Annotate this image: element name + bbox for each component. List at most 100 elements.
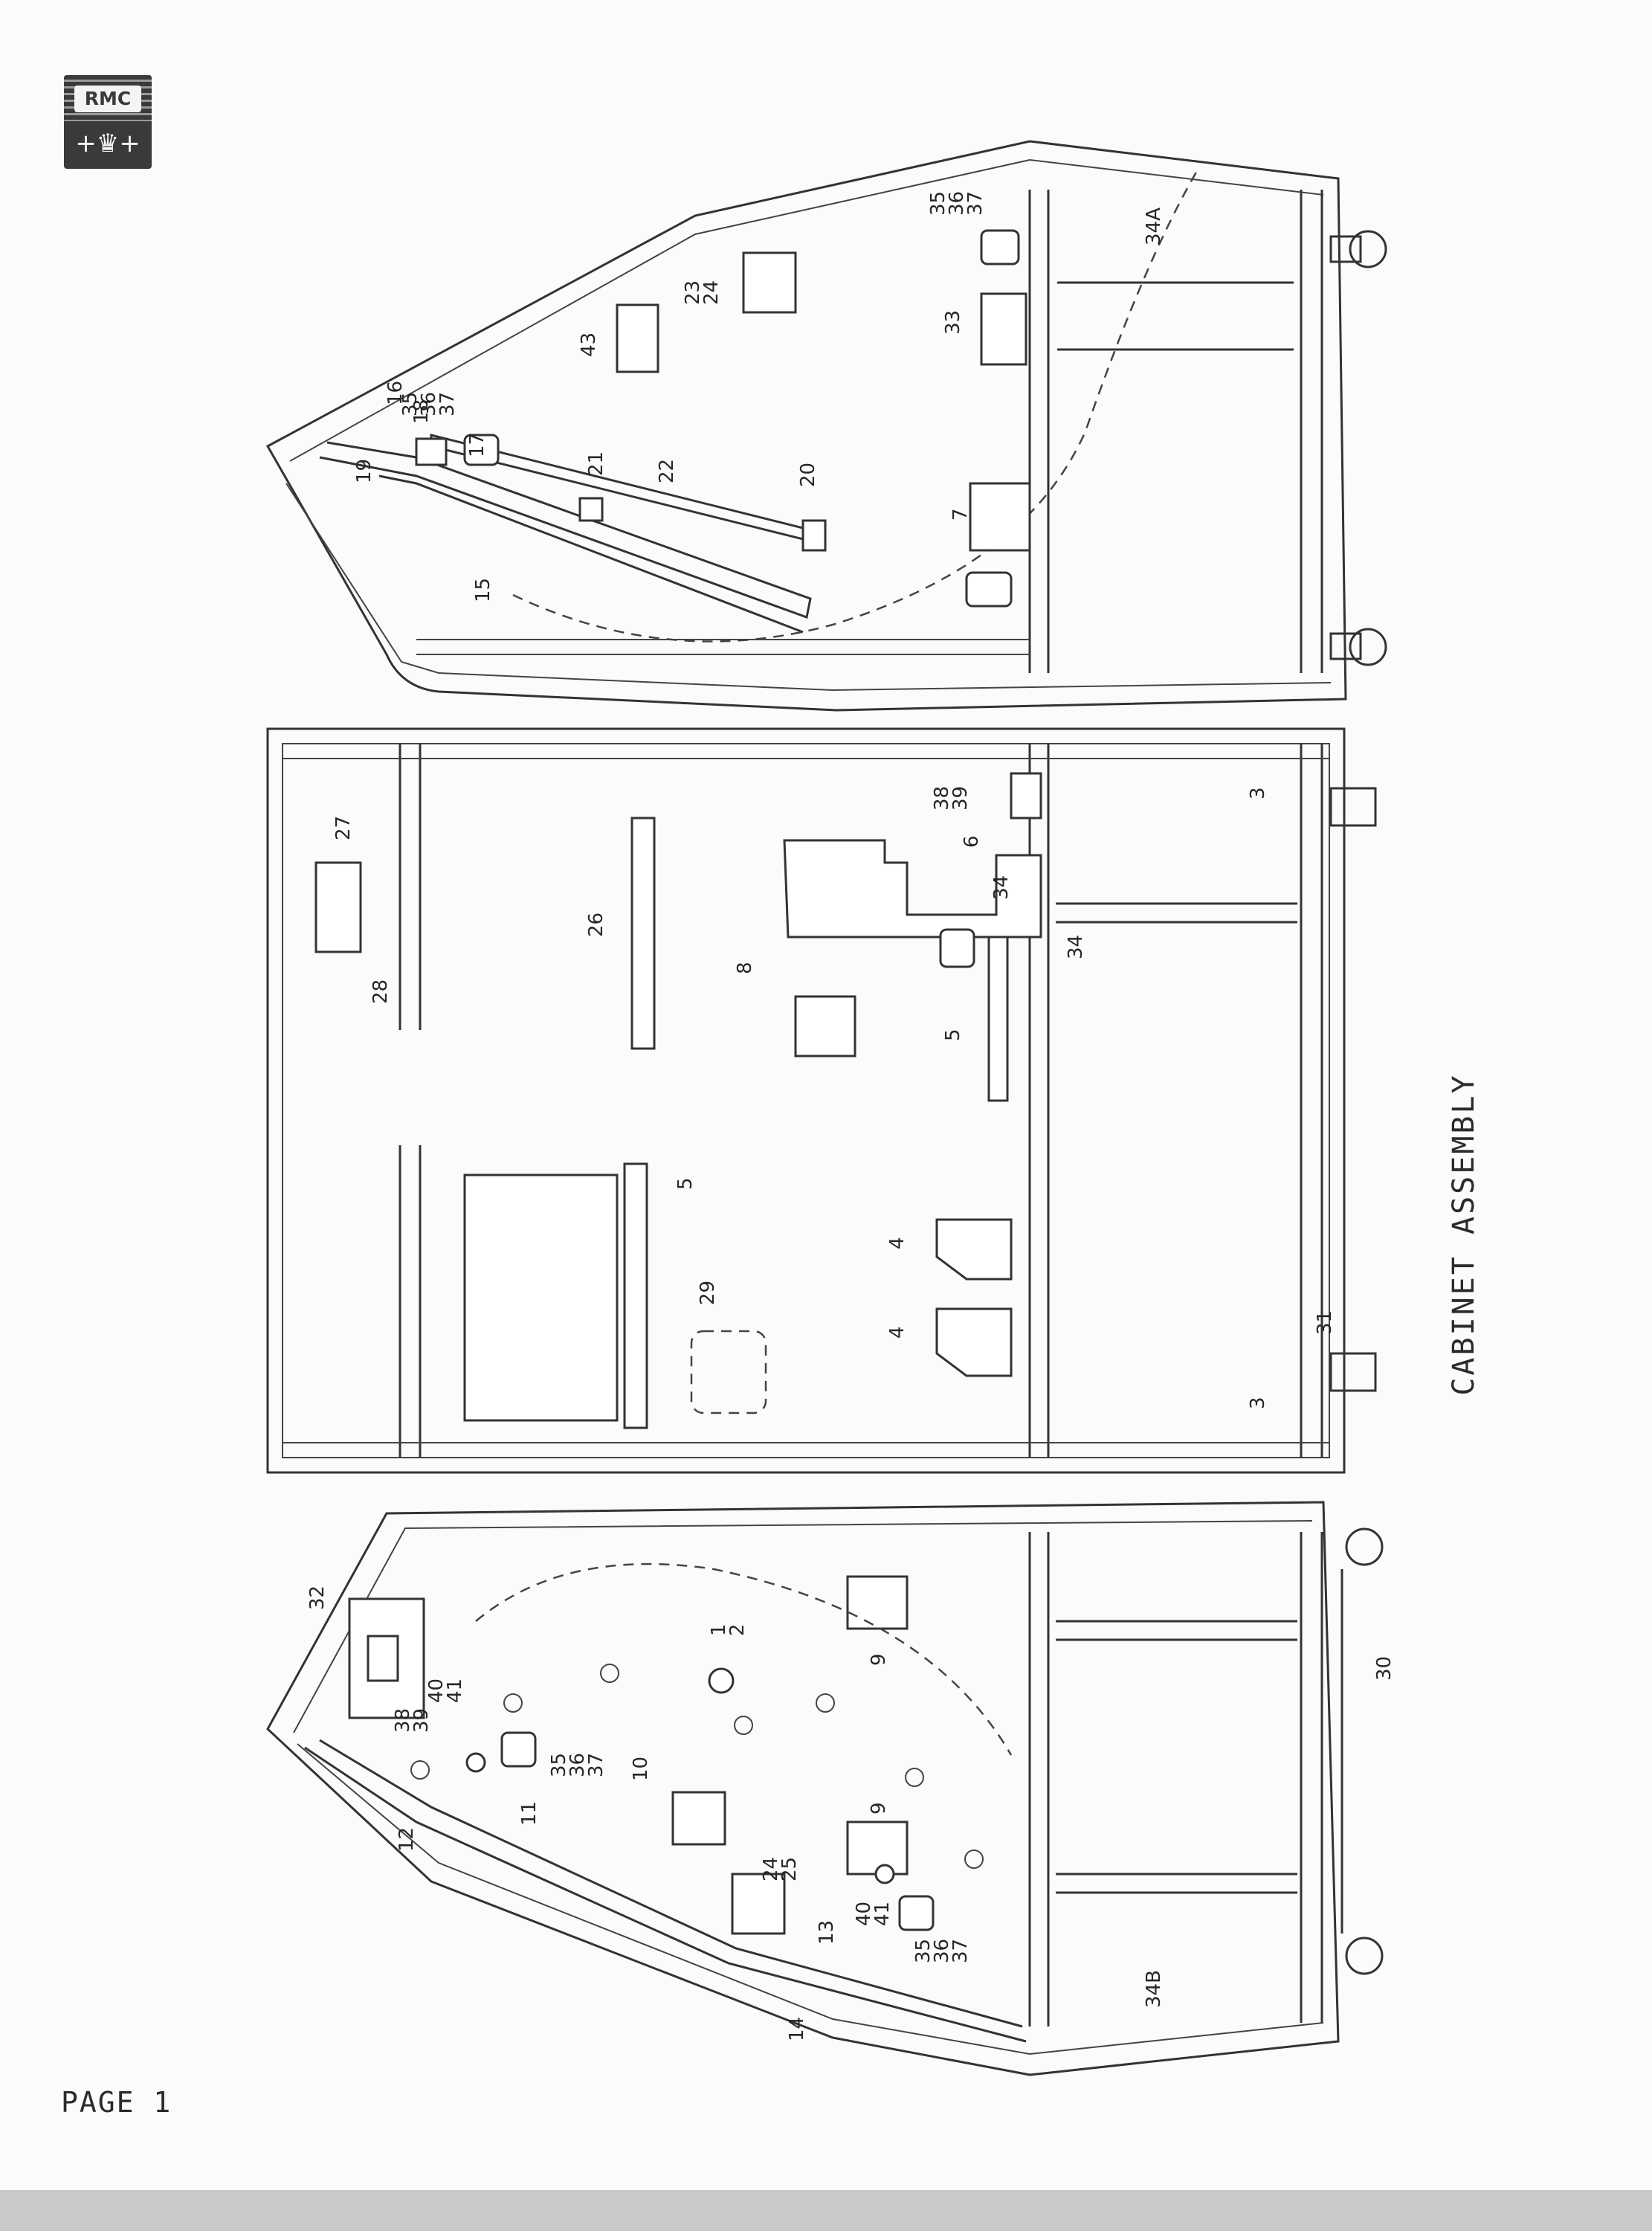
part-20-clip (801, 519, 827, 552)
part-35-latch (980, 229, 1020, 265)
right-wheel-top (1349, 230, 1387, 268)
label-39-b: 39 (410, 1708, 433, 1733)
label-40: 40 (425, 1678, 448, 1703)
monitor-window (463, 1174, 619, 1422)
label-25: 25 (778, 1857, 801, 1881)
left-wheel-bottom (1345, 1937, 1384, 1975)
label-2: 2 (726, 1623, 749, 1636)
label-36-d: 36 (931, 1939, 953, 1963)
part-35-latch-3 (500, 1731, 537, 1768)
caster-top (1329, 787, 1377, 827)
label-4: 4 (886, 1237, 909, 1249)
label-37-b: 37 (436, 392, 459, 416)
label-34a: 34A (1143, 207, 1165, 245)
part-32-panel (348, 1597, 425, 1719)
part-9-hinge (846, 1575, 909, 1630)
part-10-plate (671, 1791, 726, 1846)
label-35-b: 35 (399, 392, 422, 416)
label-24-b: 24 (760, 1857, 782, 1881)
part-33-channel (980, 292, 1027, 366)
label-35-d: 35 (912, 1939, 935, 1963)
part-24-hinge (731, 1873, 786, 1935)
label-37-d: 37 (949, 1939, 972, 1963)
label-28: 28 (370, 979, 392, 1004)
label-11: 11 (518, 1801, 541, 1826)
part-plate (965, 571, 1013, 608)
label-35-c: 35 (548, 1753, 570, 1777)
callout-labels: 15 16 17 18 19 20 21 22 23 24 33 34A 7 4… (306, 191, 1396, 2041)
part-8-clip (794, 995, 856, 1057)
rmc-logo: RMC +♛+ (64, 75, 152, 169)
label-9: 9 (868, 1653, 890, 1666)
label-22: 22 (656, 459, 678, 483)
right-wheel-bottom (1349, 628, 1387, 666)
left-side-panel (266, 1501, 1384, 2076)
label-5: 5 (942, 1028, 964, 1041)
part-35-latch-2 (463, 434, 500, 466)
label-23: 23 (682, 280, 704, 305)
label-34b: 34B (1143, 1970, 1165, 2008)
label-24: 24 (700, 280, 723, 305)
label-1: 1 (708, 1623, 730, 1636)
label-3: 3 (1247, 787, 1269, 799)
part-21-clip (578, 497, 604, 522)
label-34: 34 (990, 875, 1013, 900)
label-38: 38 (931, 786, 953, 811)
label-6: 6 (961, 835, 983, 848)
part-7-bracket (969, 482, 1031, 552)
part-9-hinge-2 (846, 1820, 909, 1876)
label-32: 32 (306, 1585, 329, 1610)
label-15: 15 (472, 578, 494, 602)
part-5-rail-2 (987, 921, 1009, 1102)
label-37-c: 37 (585, 1753, 607, 1777)
crown-icon: +♛+ (75, 129, 141, 158)
label-17: 17 (466, 433, 488, 457)
label-13: 13 (816, 1920, 838, 1945)
label-35: 35 (927, 191, 949, 216)
part-23-hinge (742, 251, 797, 314)
logo-text: RMC (74, 86, 141, 112)
part-35-latch-4 (898, 1895, 935, 1931)
label-29: 29 (697, 1281, 719, 1305)
label-36: 36 (946, 191, 968, 216)
part-5-rail (623, 1162, 648, 1429)
label-39: 39 (949, 786, 972, 811)
scan-bottom-edge (0, 2190, 1652, 2231)
part-40-ring (465, 1752, 486, 1773)
part-27-bracket (314, 861, 362, 953)
label-34-b: 34 (1065, 935, 1087, 959)
label-14: 14 (786, 2017, 808, 2041)
label-9-b: 9 (868, 1802, 890, 1815)
part-29-outline (690, 1330, 767, 1414)
label-31: 31 (1314, 1310, 1336, 1335)
label-21: 21 (585, 451, 607, 476)
label-41: 41 (444, 1678, 466, 1703)
label-20: 20 (797, 463, 819, 487)
label-8: 8 (734, 962, 756, 974)
right-side-panel (265, 140, 1387, 712)
label-12: 12 (396, 1827, 418, 1852)
label-41-b: 41 (871, 1902, 894, 1926)
label-18: 18 (410, 399, 433, 424)
page-number: PAGE 1 (61, 2086, 172, 2119)
label-5-b: 5 (674, 1177, 697, 1190)
left-wheel-top (1345, 1527, 1384, 1566)
part-43-bracket (616, 303, 659, 373)
label-4-b: 4 (886, 1326, 909, 1339)
label-27: 27 (332, 816, 355, 840)
part-4-bracket (935, 1218, 1013, 1281)
part-38-switch-2 (367, 1635, 399, 1682)
label-19: 19 (353, 459, 375, 483)
label-40-b: 40 (853, 1902, 875, 1926)
part-38-switch (1010, 772, 1042, 820)
label-36-c: 36 (567, 1753, 589, 1777)
label-10: 10 (630, 1757, 652, 1781)
part-cutout (939, 928, 975, 968)
part-4-bracket-2 (935, 1307, 1013, 1377)
center-panel-outline (266, 727, 1346, 1474)
label-16: 16 (384, 381, 407, 405)
label-33: 33 (942, 310, 964, 335)
label-30: 30 (1373, 1656, 1396, 1681)
caster-bottom (1329, 1352, 1377, 1392)
